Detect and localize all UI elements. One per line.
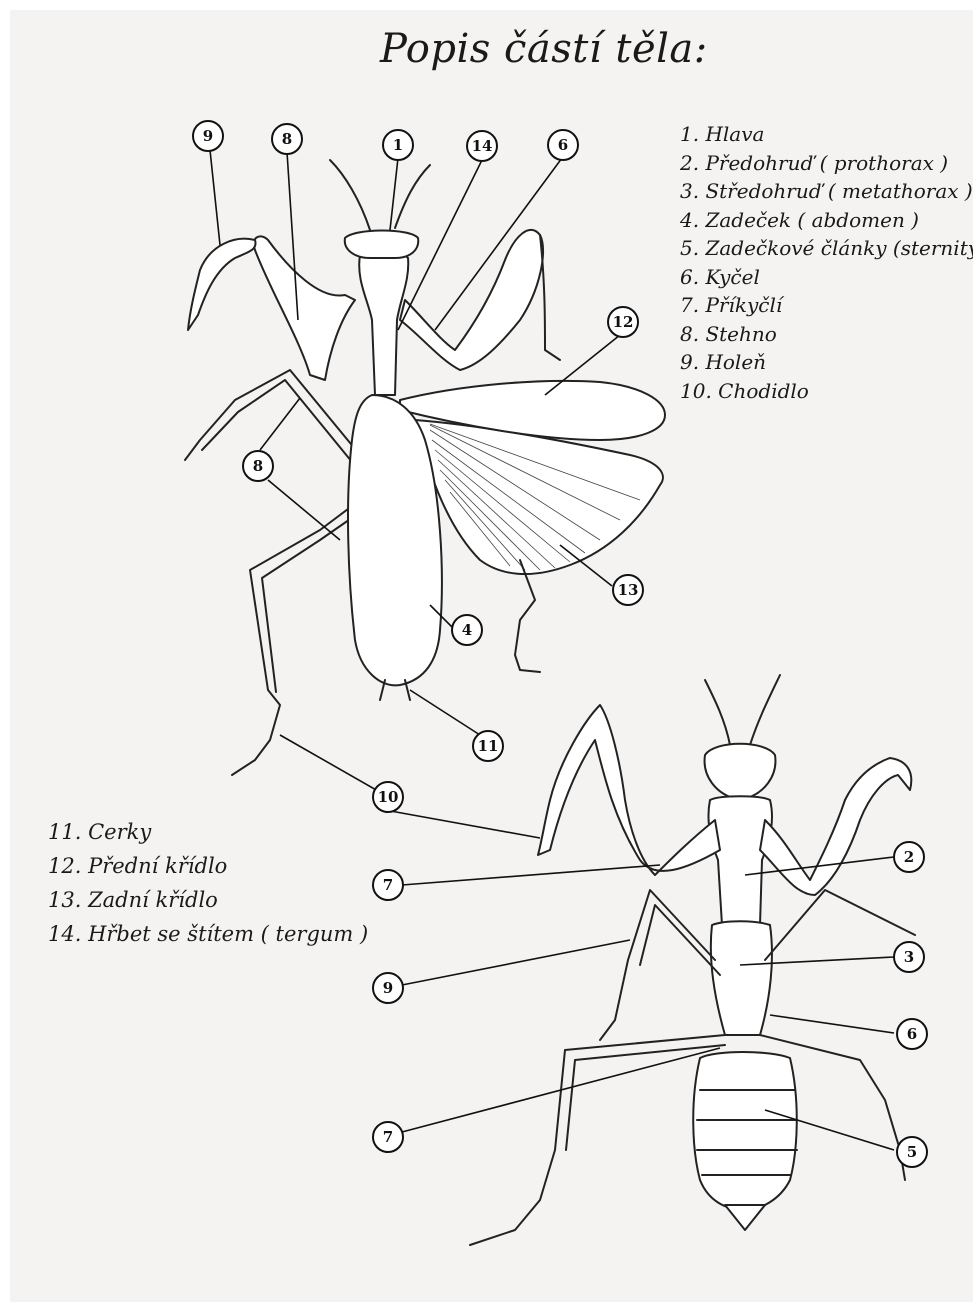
raptorial-leg-bottom-right [760, 758, 911, 895]
svg-text:10: 10 [378, 788, 399, 806]
svg-text:7: 7 [383, 876, 393, 894]
meso-metathorax [711, 921, 772, 1035]
svg-text:5: 5 [907, 1143, 917, 1161]
callout-mid-11: 11 [473, 731, 503, 761]
callout-top-6: 6 [548, 130, 578, 160]
hind-wing [415, 420, 663, 574]
antenna-bottom-right [750, 675, 780, 745]
svg-text:2: 2 [904, 848, 914, 866]
callout-top-14: 14 [467, 131, 497, 161]
callout-top-9: 9 [193, 121, 223, 151]
callout-bot-2: 2 [894, 842, 924, 872]
antenna-bottom-left [705, 680, 730, 745]
svg-text:11: 11 [478, 737, 499, 755]
callout-bot-10: 10 [373, 782, 403, 812]
callout-bot-3: 3 [894, 942, 924, 972]
callout-top-8: 8 [272, 124, 302, 154]
svg-text:8: 8 [282, 130, 292, 148]
mid-leg-bottom-left-inner [640, 905, 720, 975]
head-bottom [705, 744, 776, 800]
prothorax [708, 796, 772, 925]
svg-text:7: 7 [383, 1128, 393, 1146]
svg-text:9: 9 [383, 979, 393, 997]
callout-top-12: 12 [608, 307, 638, 337]
svg-text:4: 4 [462, 621, 472, 639]
svg-text:14: 14 [472, 137, 493, 155]
abdomen-tip [725, 1205, 765, 1230]
callout-top-1: 1 [383, 130, 413, 160]
hind-leg-left [232, 500, 360, 775]
svg-text:1: 1 [393, 136, 403, 154]
callout-bot-7b: 7 [373, 1122, 403, 1152]
abdomen-bottom [693, 1052, 797, 1210]
mid-leg-left-inner [202, 380, 352, 462]
svg-text:6: 6 [558, 136, 568, 154]
antenna-top-left [330, 160, 370, 230]
raptorial-leg-left-femur [254, 236, 355, 380]
callout-mid-4: 4 [452, 615, 482, 645]
hind-leg-left-inner [262, 515, 356, 692]
svg-text:6: 6 [907, 1025, 917, 1043]
callout-bot-6: 6 [897, 1019, 927, 1049]
hind-leg-right [515, 560, 540, 672]
svg-text:12: 12 [613, 313, 634, 331]
head-top [345, 231, 418, 259]
svg-text:9: 9 [203, 127, 213, 145]
mid-leg-bottom-left [600, 890, 715, 1040]
callout-mid-13: 13 [613, 575, 643, 605]
antenna-top-right [395, 165, 430, 228]
callout-bot-9: 9 [373, 973, 403, 1003]
svg-text:13: 13 [618, 581, 639, 599]
raptorial-leg-bottom-left [538, 705, 720, 875]
svg-text:3: 3 [904, 948, 914, 966]
mid-leg-bottom-right [765, 890, 915, 960]
callout-mid-8: 8 [243, 451, 273, 481]
mid-leg-left [185, 370, 360, 460]
hind-leg-bottom-left [470, 1035, 725, 1245]
raptorial-leg-right-femur [400, 230, 543, 370]
raptorial-leg-left-tibia [188, 239, 256, 330]
callout-bot-7a: 7 [373, 870, 403, 900]
svg-text:8: 8 [253, 457, 263, 475]
callout-bot-5: 5 [897, 1137, 927, 1167]
